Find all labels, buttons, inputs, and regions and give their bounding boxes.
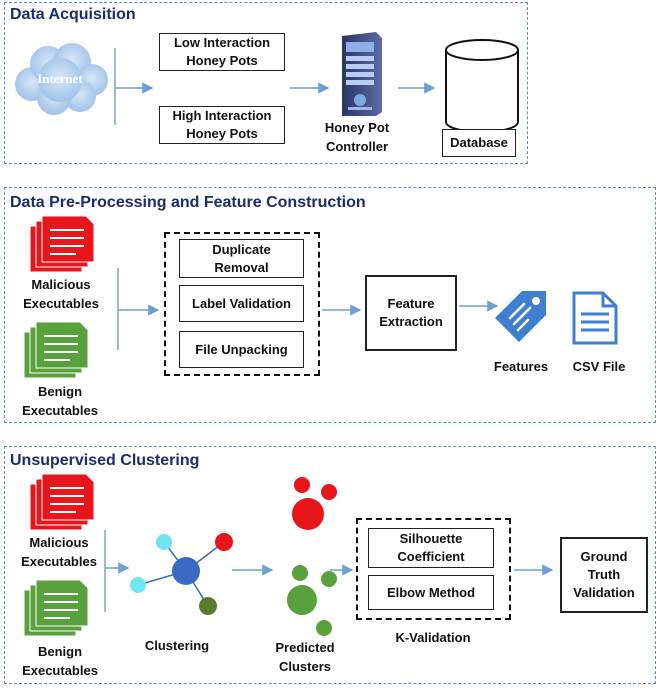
preprocessing-title: Data Pre-Processing and Feature Construc… [10, 194, 366, 211]
clustering-title: Unsupervised Clustering [10, 452, 200, 469]
high-interaction-honeypots-box: High Interaction Honey Pots [159, 106, 285, 144]
benign-executables-label-2: Benign Executables [22, 644, 98, 678]
cloud-icon [10, 40, 110, 116]
features-label: Features [493, 359, 549, 374]
data-acquisition-title: Data Acquisition [10, 6, 136, 23]
k-validation-group [356, 518, 511, 620]
predicted-clusters-label: Predicted Clusters [275, 640, 335, 674]
database-label: Database [442, 129, 516, 157]
malicious-executables-label-2: Malicious Executables [21, 535, 97, 569]
tag-icon [492, 288, 550, 344]
k-validation-label: K-Validation [395, 630, 471, 645]
server-icon [336, 32, 384, 116]
malicious-executables-label: Malicious Executables [23, 277, 99, 311]
csv-file-label: CSV File [572, 359, 626, 374]
duplicate-removal-box: Duplicate Removal [179, 239, 304, 278]
feature-extraction-box: Feature Extraction [365, 275, 457, 351]
elbow-method-box: Elbow Method [368, 575, 494, 610]
benign-document-stack-icon [22, 321, 92, 379]
label-validation-box: Label Validation [179, 285, 304, 322]
csv-file-icon [571, 290, 619, 346]
clustering-panel [4, 446, 656, 684]
file-unpacking-box: File Unpacking [179, 331, 304, 368]
clustering-label: Clustering [144, 638, 210, 653]
malicious-document-stack-icon [28, 215, 98, 273]
cluster-network-icon [124, 528, 236, 620]
internet-label: Internet [37, 71, 83, 86]
benign-executables-label: Benign Executables [22, 384, 98, 418]
database-icon [444, 38, 520, 134]
preprocessing-steps-group [164, 232, 320, 376]
preprocessing-panel [4, 187, 656, 423]
silhouette-coefficient-box: Silhouette Coefficient [368, 528, 494, 568]
ground-truth-validation-box: Ground Truth Validation [560, 537, 648, 613]
cluster-dots-icon [272, 470, 342, 640]
data-acquisition-panel [4, 2, 528, 164]
benign-document-stack-icon-2 [22, 579, 92, 637]
low-interaction-honeypots-box: Low Interaction Honey Pots [159, 33, 285, 71]
honeypot-controller-label: Honey Pot Controller [324, 120, 390, 154]
malicious-document-stack-icon-2 [28, 473, 98, 531]
